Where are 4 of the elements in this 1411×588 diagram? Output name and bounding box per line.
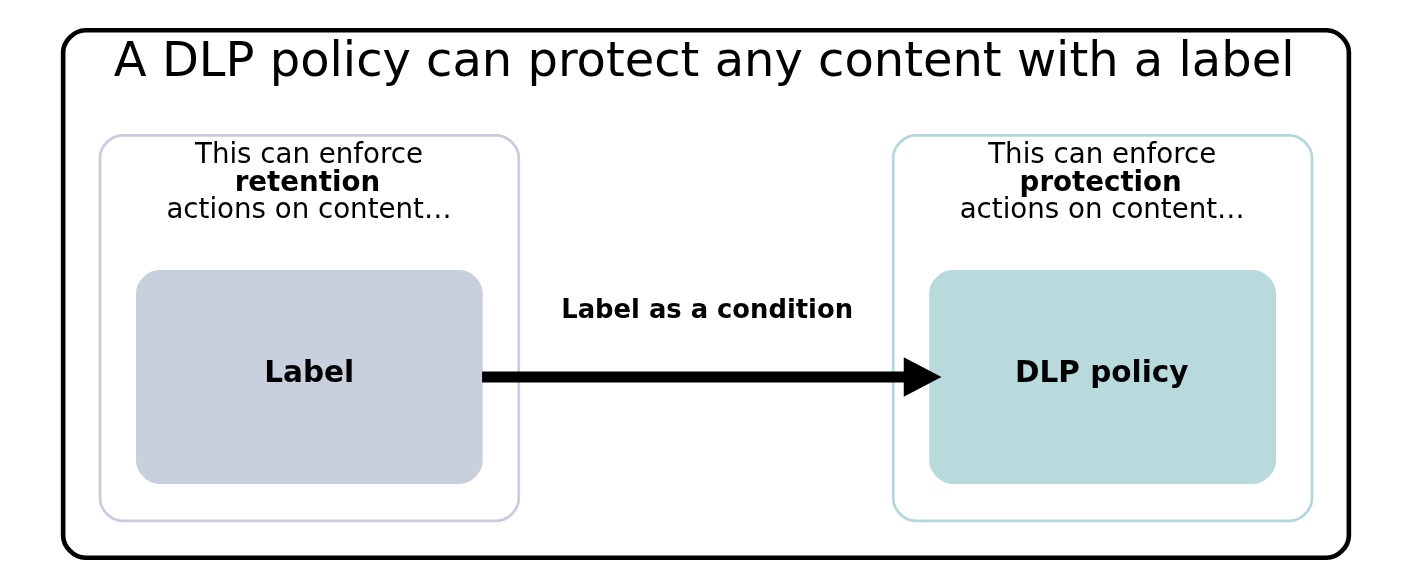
arrow bbox=[481, 357, 941, 397]
node-box: DLP policy bbox=[928, 270, 1276, 484]
edge-label: Label as a condition bbox=[560, 294, 853, 325]
node-box: Label bbox=[135, 270, 483, 484]
